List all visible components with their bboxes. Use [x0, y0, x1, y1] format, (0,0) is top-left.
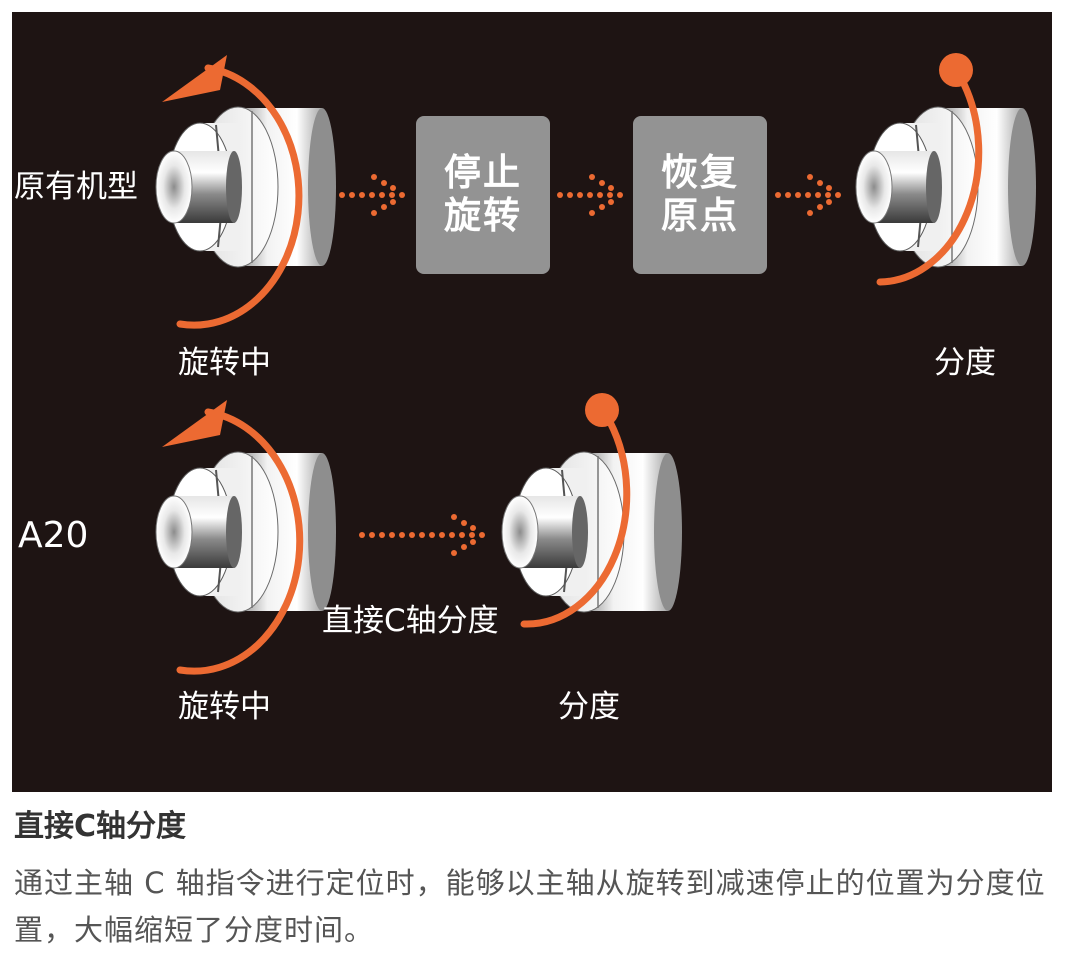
step-return-origin: 恢复 原点 [633, 116, 767, 274]
index-arc [876, 76, 983, 286]
index-position-dot-icon [939, 53, 973, 87]
step-stop-rotation: 停止 旋转 [416, 116, 550, 274]
label-rotating: 旋转中 [178, 345, 271, 381]
dotted-arrow-icon [775, 174, 841, 216]
dotted-arrow-icon [359, 514, 485, 556]
step-return-origin-line2: 原点 [661, 194, 739, 237]
step-return-origin-line1: 恢复 [661, 151, 739, 195]
index-position-dot-icon [585, 393, 619, 427]
dotted-arrow-icon [339, 174, 405, 216]
rotation-arrowhead-icon [162, 55, 227, 102]
rotation-arrow-arc [176, 408, 304, 675]
step-stop-rotation-line2: 旋转 [444, 194, 522, 237]
diagram-graphics [155, 53, 1037, 675]
label-original-model: 原有机型 [14, 169, 138, 205]
label-a20: A20 [18, 515, 89, 556]
step-stop-rotation-line1: 停止 [444, 151, 522, 195]
label-index: 分度 [558, 689, 620, 725]
spindle-rotating-a20 [155, 451, 337, 613]
dotted-arrow-icon [557, 174, 623, 216]
caption-body: 通过主轴 C 轴指令进行定位时，能够以主轴从旋转到减速停止的位置为分度位置，大幅… [14, 866, 1046, 947]
rotation-arrowhead-icon [162, 400, 227, 447]
caption-title: 直接C轴分度 [14, 809, 187, 844]
index-arc [520, 418, 631, 628]
label-index: 分度 [934, 345, 996, 381]
rotation-arrow-arc [176, 64, 303, 329]
diagram-panel: 原有机型 旋转中 分度 停止 旋转 恢复 原点 A20 直接C轴分度 旋转中 分… [12, 12, 1052, 792]
spindle-rotating-original [155, 106, 337, 268]
label-direct-c-axis: 直接C轴分度 [322, 603, 499, 639]
label-rotating: 旋转中 [178, 689, 271, 725]
